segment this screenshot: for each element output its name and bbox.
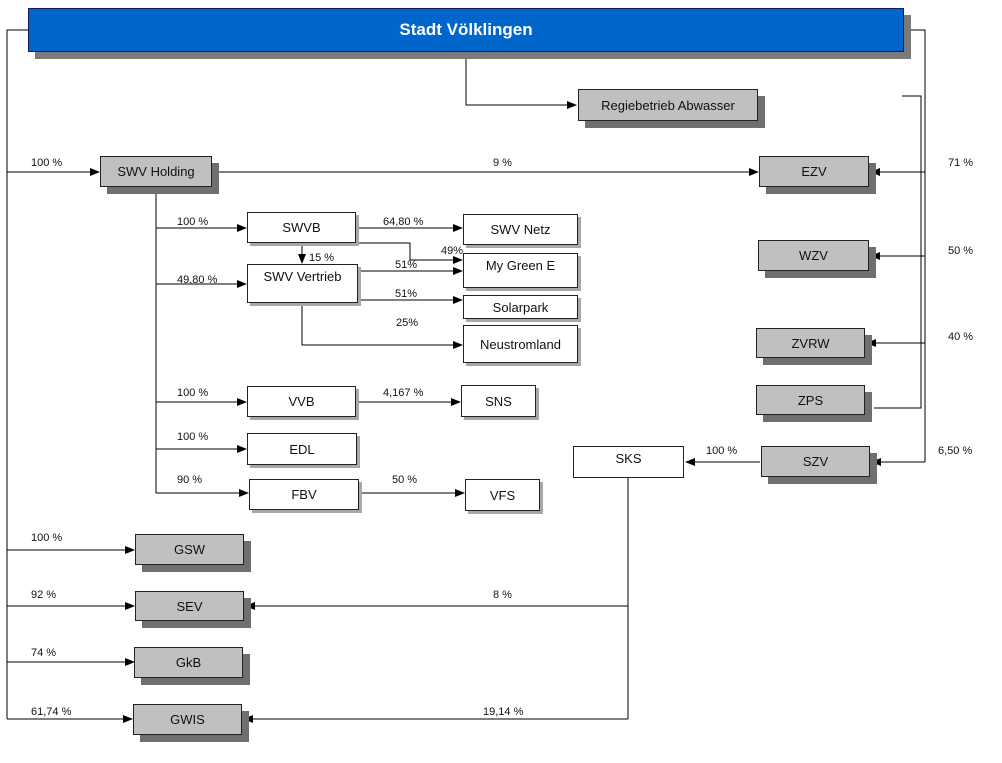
label-gsw-pct: 100 % [31,532,63,544]
label-szv-sks-pct: 100 % [706,445,738,457]
box-sns: SNS [461,385,536,417]
box-vfs: VFS [465,479,540,511]
label-fbv-vfs-pct: 50 % [392,474,418,486]
box-zvrw: ZVRW [756,328,865,358]
label-holding-pct: 100 % [31,157,63,169]
label-swvb-pct: 100 % [177,216,209,228]
label-ezv-pct: 71 % [948,157,974,169]
label-vertrieb-pct: 49,80 % [177,274,218,286]
box-my-green-e: My Green E [463,253,578,288]
label-vertrieb-greene-pct: 51% [395,259,418,271]
label-swvb-vertrieb-pct: 15 % [309,252,335,264]
label-holding-ezv-pct: 9 % [493,157,512,169]
box-regiebetrieb-abwasser: Regiebetrieb Abwasser [578,89,758,121]
box-gwis: GWIS [133,704,242,735]
title-box: Stadt Völklingen [28,8,904,52]
box-edl: EDL [247,433,357,465]
box-swv-holding: SWV Holding [100,156,212,187]
box-sks: SKS [573,446,684,478]
box-gkb: GkB [134,647,243,678]
box-swv-netz: SWV Netz [463,214,578,245]
label-vertrieb-neustrom-pct: 25% [396,317,419,329]
box-neustromland: Neustromland [463,325,578,363]
box-vvb: VVB [247,386,356,417]
label-sks-sev-pct: 8 % [493,589,512,601]
box-wzv: WZV [758,240,869,271]
box-swv-vertrieb: SWV Vertrieb [247,264,358,303]
box-fbv: FBV [249,479,359,510]
box-ezv: EZV [759,156,869,187]
label-edl-pct: 100 % [177,431,209,443]
box-solarpark: Solarpark [463,295,578,319]
box-zps: ZPS [756,385,865,415]
box-szv: SZV [761,446,870,477]
label-gwis-pct: 61,74 % [31,706,72,718]
label-sev-pct: 92 % [31,589,57,601]
label-vvb-pct: 100 % [177,387,209,399]
label-swvb-netz-pct: 64,80 % [383,216,424,228]
label-szv-pct: 6,50 % [938,445,973,457]
label-vvb-sns-pct: 4,167 % [383,387,424,399]
box-gsw: GSW [135,534,244,565]
box-sev: SEV [135,591,244,621]
label-wzv-pct: 50 % [948,245,974,257]
label-vertrieb-solar-pct: 51% [395,288,418,300]
label-fbv-pct: 90 % [177,474,203,486]
label-sks-gwis-pct: 19,14 % [483,706,524,718]
label-gkb-pct: 74 % [31,647,57,659]
box-swvb: SWVB [247,212,356,243]
label-zvrw-pct: 40 % [948,331,974,343]
label-swvb-greene-pct: 49% [441,245,464,257]
